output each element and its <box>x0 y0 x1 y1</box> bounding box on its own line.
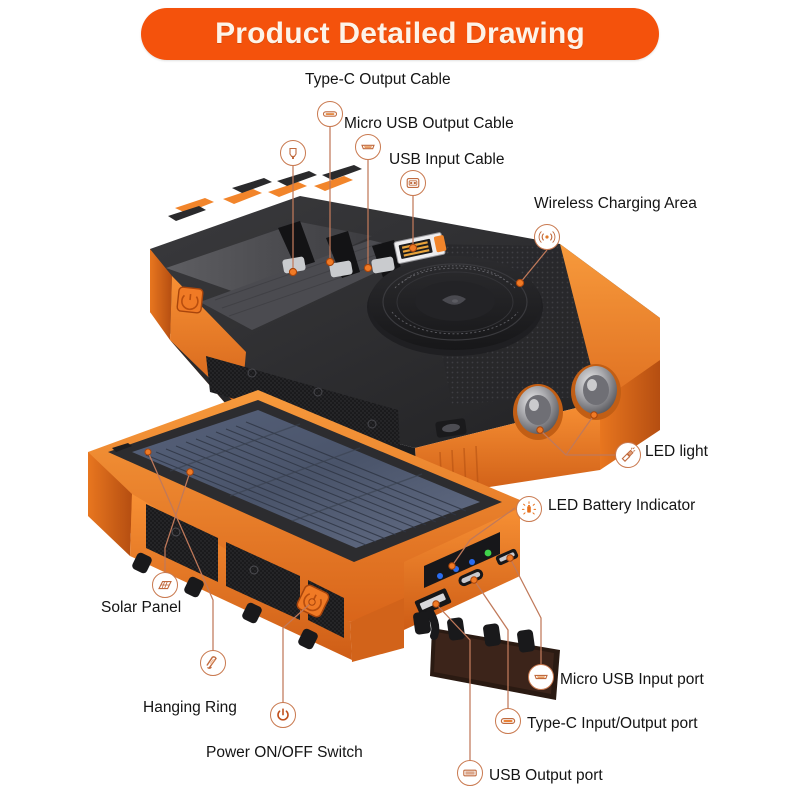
callout-label-solar-panel: Solar Panel <box>101 599 182 616</box>
type-c-port-icon[interactable] <box>495 708 521 734</box>
device-top-illustration <box>150 165 660 498</box>
micro-usb-connector-icon[interactable] <box>355 134 381 160</box>
battery-indicator-icon[interactable] <box>516 496 542 522</box>
power-icon[interactable] <box>270 702 296 728</box>
callout-label-micro-usb-output-cable: Micro USB Output Cable <box>344 115 514 132</box>
wireless-charging-pad <box>367 256 543 356</box>
type-c-port-bottom <box>458 568 484 587</box>
micro-usb-port-icon[interactable] <box>528 664 554 690</box>
page-title-banner: Product Detailed Drawing <box>141 8 659 60</box>
callout-label-type-c-output-cable: Type-C Output Cable <box>305 71 451 88</box>
callout-label-power-switch: Power ON/OFF Switch <box>206 744 363 761</box>
micro-usb-plug-icon[interactable] <box>280 140 306 166</box>
usb-a-port-icon[interactable] <box>400 170 426 196</box>
device-bottom-illustration <box>88 390 560 700</box>
callout-label-hanging-ring: Hanging Ring <box>143 699 237 716</box>
port-cover-flap <box>413 608 560 700</box>
callout-label-usb-input-cable: USB Input Cable <box>389 151 505 168</box>
leader-lines <box>147 127 615 765</box>
callout-label-usb-output-port: USB Output port <box>489 767 603 784</box>
flashlight-lenses-top <box>513 364 621 440</box>
wireless-waves-icon[interactable] <box>534 224 560 250</box>
callout-label-wireless-charging-area: Wireless Charging Area <box>534 195 697 212</box>
carabiner-icon[interactable] <box>200 650 226 676</box>
callout-label-led-light: LED light <box>645 443 708 460</box>
solar-panel-icon[interactable] <box>152 572 178 598</box>
battery-indicator-window <box>424 532 500 588</box>
callout-label-micro-usb-input-port: Micro USB Input port <box>560 671 704 688</box>
callout-label-led-battery-indicator: LED Battery Indicator <box>548 497 696 514</box>
leader-anchors <box>144 243 598 608</box>
callout-label-type-c-input-output-port: Type-C Input/Output port <box>527 715 698 732</box>
page-title: Product Detailed Drawing <box>215 17 585 50</box>
type-c-connector-icon[interactable] <box>317 101 343 127</box>
usb-output-port-icon[interactable] <box>457 760 483 786</box>
flashlight-icon[interactable] <box>615 442 641 468</box>
